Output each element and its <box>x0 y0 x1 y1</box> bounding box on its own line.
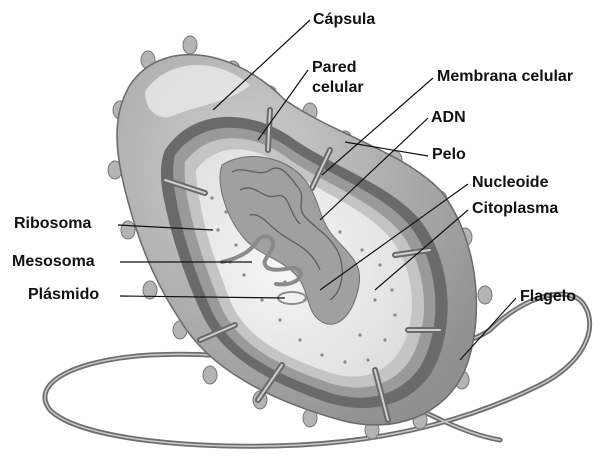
label-capsula: Cápsula <box>313 11 375 29</box>
label-pared-celular: Pared celular <box>312 58 364 98</box>
label-plasmido: Plásmido <box>28 286 99 304</box>
label-adn: ADN <box>431 109 466 127</box>
label-nucleoide: Nucleoide <box>472 174 548 192</box>
label-membrana-celular: Membrana celular <box>437 68 573 86</box>
label-mesosoma: Mesosoma <box>12 253 95 271</box>
label-pelo: Pelo <box>432 146 466 164</box>
label-pared-line2: celular <box>312 78 364 98</box>
label-pared-line1: Pared <box>312 58 364 78</box>
label-ribosoma: Ribosoma <box>14 215 91 233</box>
label-citoplasma: Citoplasma <box>472 200 558 218</box>
label-flagelo: Flagelo <box>520 288 576 306</box>
